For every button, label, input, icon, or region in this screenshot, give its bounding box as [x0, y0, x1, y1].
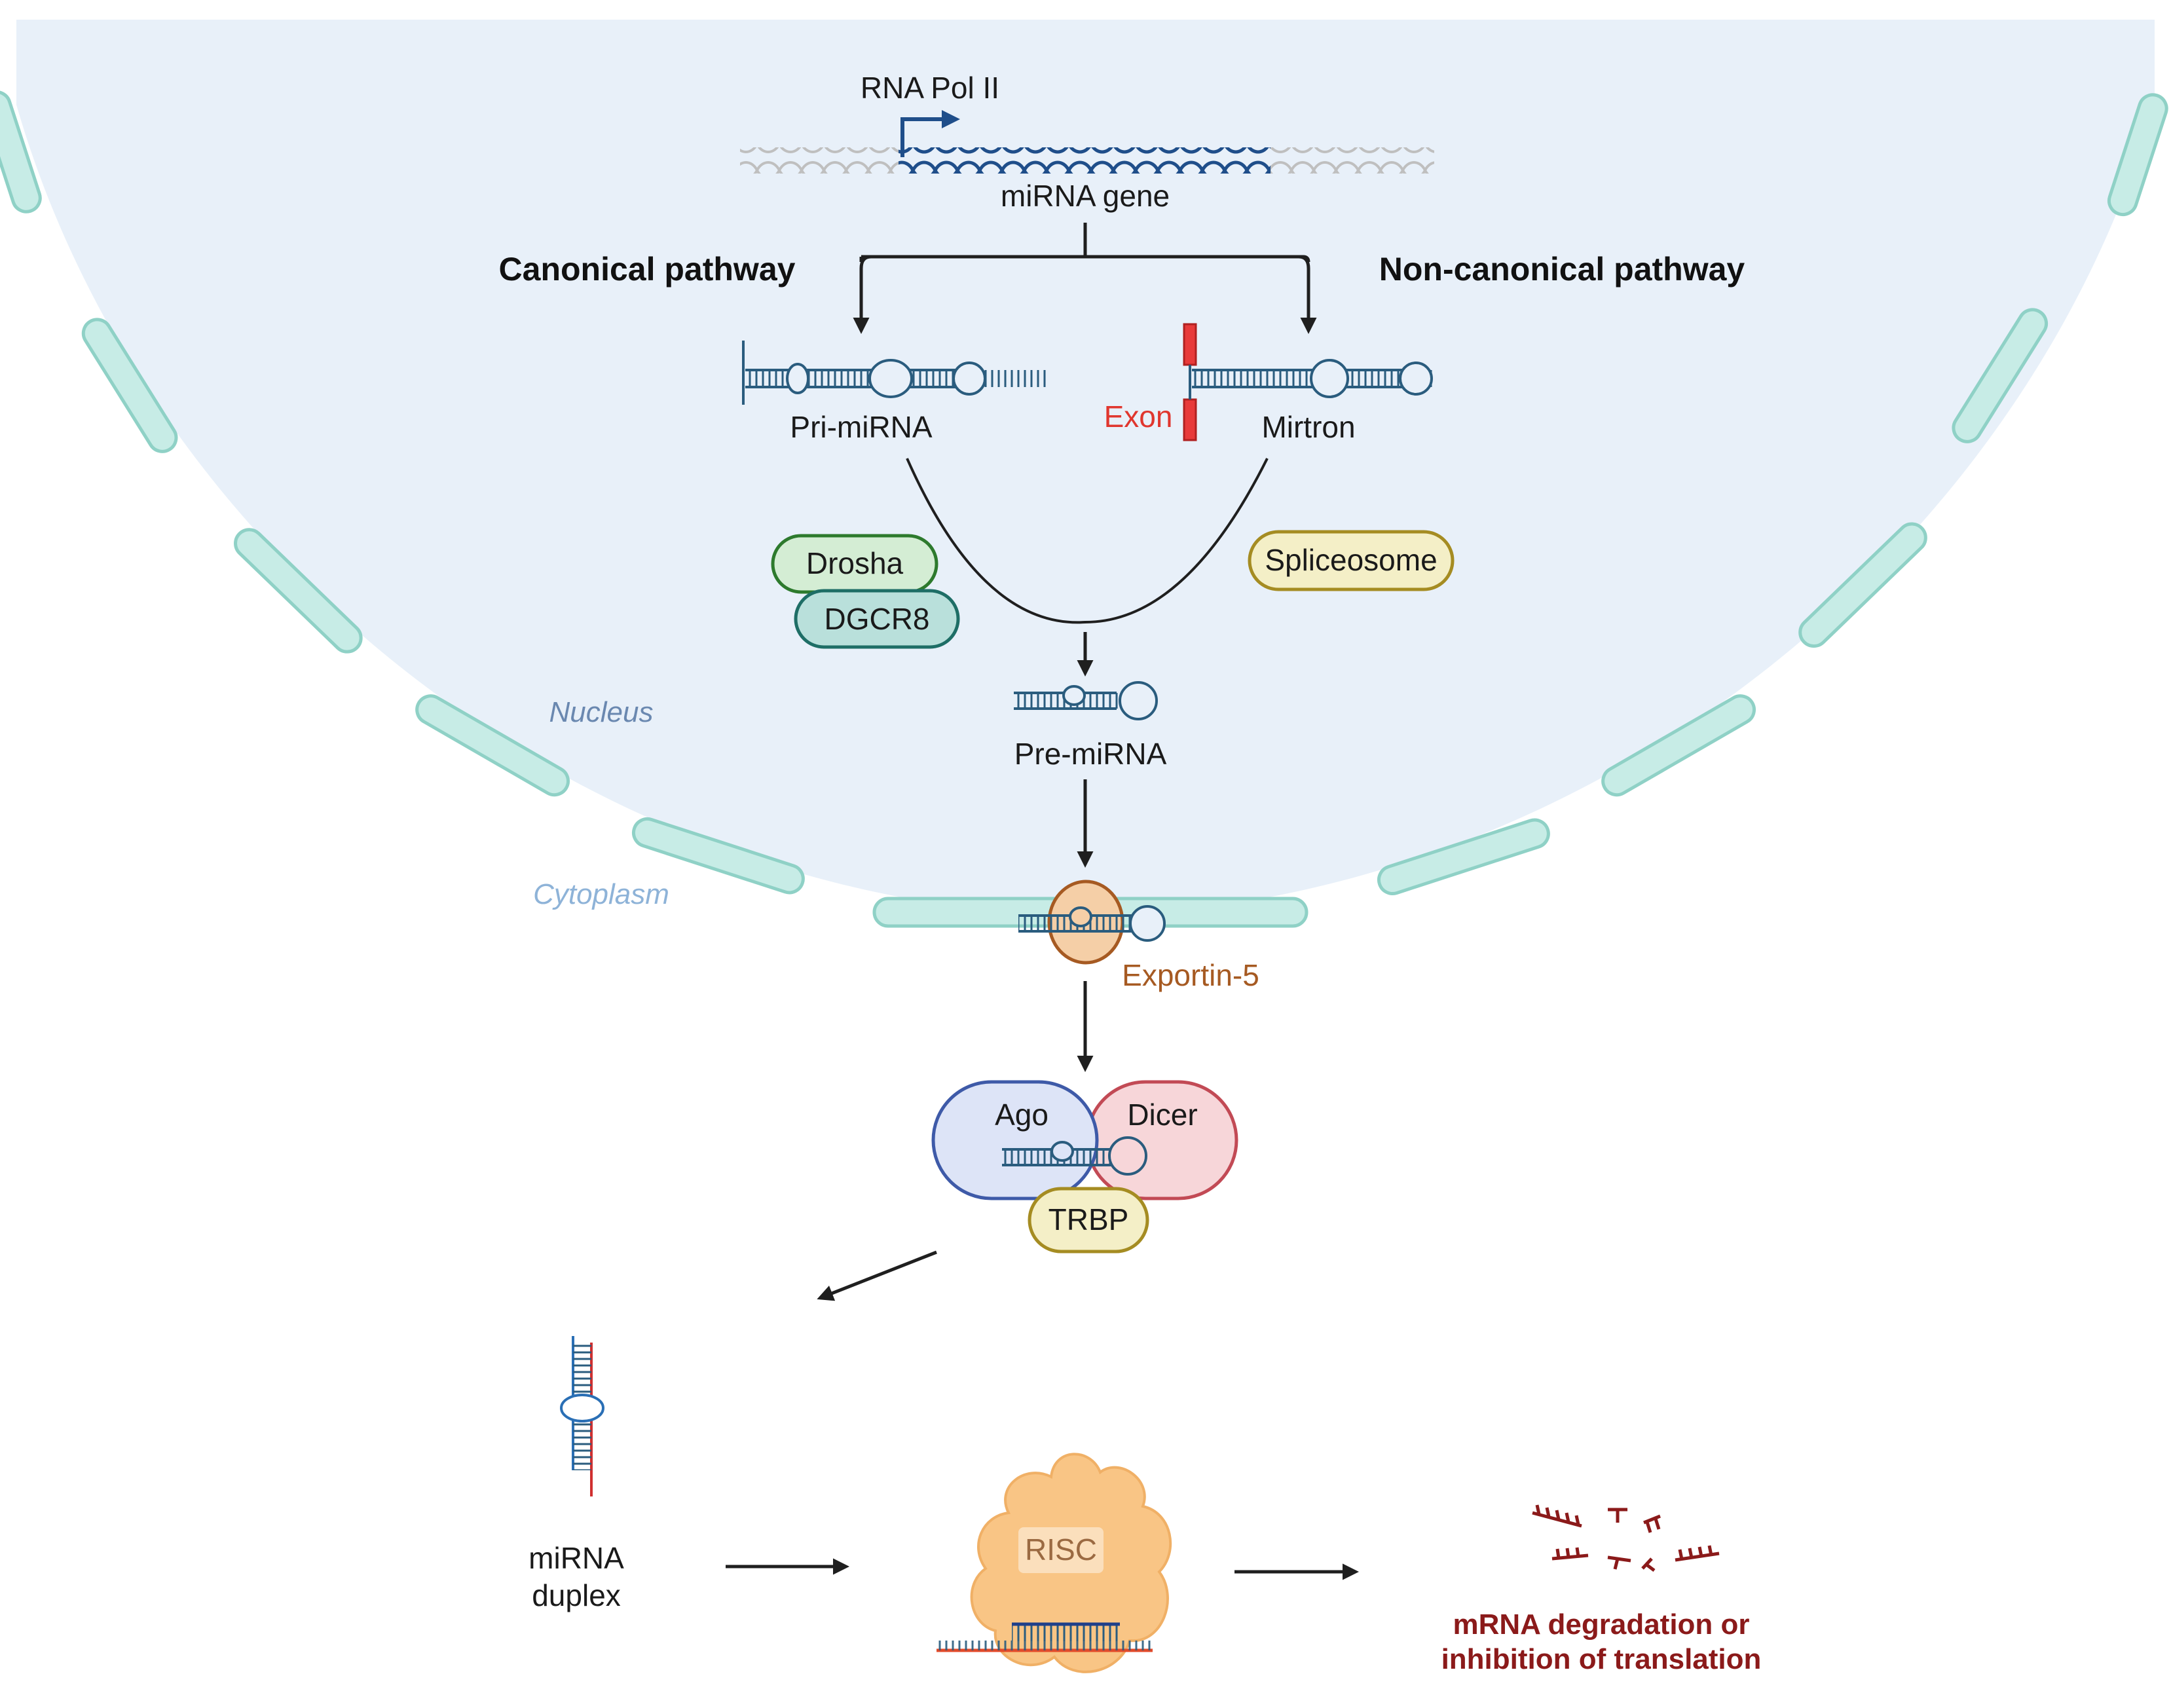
drosha-dgcr8-complex: [771, 534, 960, 649]
mirtron-hairpin: [1183, 323, 1434, 441]
trbp-label: TRBP: [1048, 1202, 1129, 1236]
non-canonical-pathway-label: Non-canonical pathway: [1379, 251, 1745, 288]
outcome-label-line2: inhibition of translation: [1441, 1643, 1762, 1675]
nucleus-label: Nucleus: [549, 696, 654, 728]
nucleus-region: [16, 20, 2155, 917]
exon-label: Exon: [1104, 399, 1173, 434]
dicer-label: Dicer: [1127, 1098, 1197, 1132]
non-canonical-arrow: [1298, 255, 1317, 334]
dgcr8-label: DGCR8: [824, 602, 929, 636]
risc-label: RISC: [1025, 1532, 1097, 1567]
spliceosome-label: Spliceosome: [1265, 543, 1437, 577]
drosha-label: Drosha: [806, 546, 904, 580]
canonical-arrow: [853, 255, 872, 334]
canonical-pathway-label: Canonical pathway: [499, 251, 796, 288]
mrna-fragments: [1532, 1504, 1720, 1572]
risc-complex: [937, 1453, 1172, 1673]
duplex-label-line2: duplex: [532, 1578, 621, 1612]
dna-helix: [740, 110, 1434, 174]
dicer-complex: [931, 1080, 1238, 1253]
cytoplasm-label: Cytoplasm: [533, 878, 669, 910]
pre-mirna-label: Pre-miRNA: [1014, 737, 1167, 771]
convergence-curve: [906, 458, 1269, 624]
pri-mirna-label: Pri-miRNA: [790, 410, 933, 444]
exportin-5-complex: [1018, 880, 1166, 965]
rna-pol-label: RNA Pol II: [861, 71, 999, 105]
ago-label: Ago: [995, 1098, 1048, 1132]
spliceosome-shape: [1248, 530, 1455, 591]
pre-mirna-hairpin: [1014, 681, 1158, 720]
arrow-to-duplex: [817, 1250, 937, 1301]
exportin-5-label: Exportin-5: [1122, 958, 1259, 992]
mirtron-label: Mirtron: [1261, 410, 1355, 444]
mirna-gene-label: miRNA gene: [1001, 179, 1170, 213]
mirna-duplex: [560, 1336, 604, 1496]
pri-mirna-hairpin: [742, 341, 1047, 405]
outcome-label-line1: mRNA degradation or: [1453, 1608, 1749, 1641]
duplex-label-line1: miRNA: [529, 1541, 624, 1575]
